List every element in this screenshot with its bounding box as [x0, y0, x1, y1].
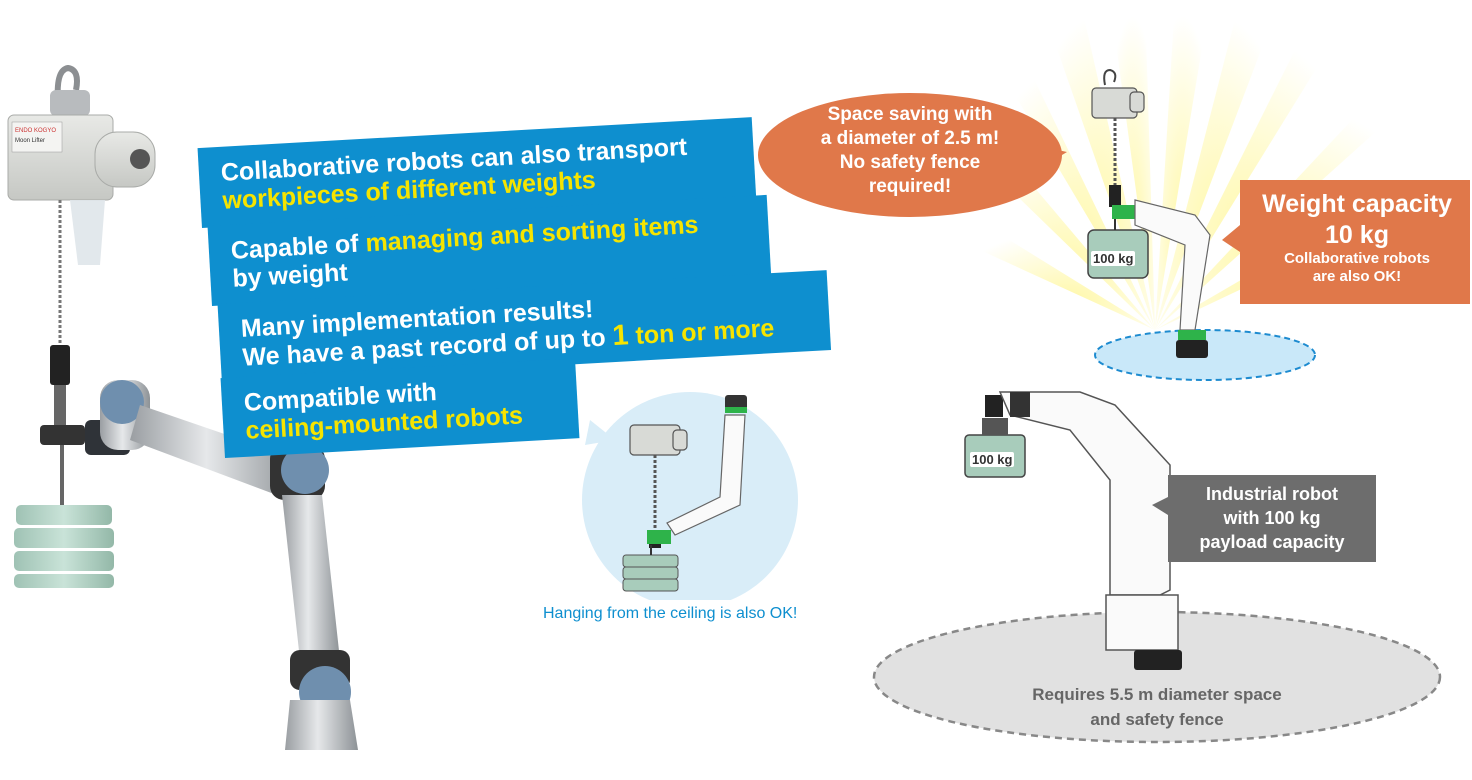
industrial-line2: with 100 kg	[1223, 508, 1321, 528]
weight-box-text: Weight capacity 10 kg Collaborative robo…	[1242, 188, 1472, 286]
weight-label-bottom: 100 kg	[970, 452, 1015, 467]
space-line4: required!	[868, 176, 952, 197]
space-bubble-shape	[758, 93, 1067, 217]
industrial-line1: Industrial robot	[1206, 484, 1338, 504]
hoist-robot-illustration: ENDO KOGYO Moon Lifter	[7, 64, 358, 750]
ceiling-caption: Hanging from the ceiling is also OK!	[543, 605, 798, 622]
weight-line3: Collaborative robots	[1284, 250, 1430, 267]
requires-line1: Requires 5.5 m diameter space	[1032, 685, 1282, 704]
space-line1: Space saving with	[827, 104, 993, 125]
svg-text:ENDO KOGYO: ENDO KOGYO	[15, 128, 56, 134]
svg-text:Moon Lifter: Moon Lifter	[15, 138, 45, 144]
banner-results-highlight: ton or more	[627, 314, 775, 351]
space-bubble-text: Space saving with a diameter of 2.5 m! N…	[780, 103, 1040, 199]
industrial-box-shape	[1152, 475, 1376, 562]
industrial-line3: payload capacity	[1199, 532, 1345, 552]
ceiling-bubble-illustration	[582, 392, 798, 600]
weight-label-top: 100 kg	[1091, 251, 1136, 266]
industrial-robot-illustration	[872, 391, 1442, 744]
requires-line2: and safety fence	[1090, 710, 1224, 729]
weight-box-shape	[1222, 180, 1470, 304]
space-line2: a diameter of 2.5 m!	[820, 128, 1000, 149]
banner-results-number: 1	[611, 319, 630, 353]
space-line3: No safety fence	[839, 152, 981, 173]
weight-line1: Weight capacity	[1262, 190, 1452, 218]
industrial-box-text: Industrial robot with 100 kg payload cap…	[1168, 482, 1376, 554]
weight-line2: 10 kg	[1325, 221, 1389, 249]
requires-text: Requires 5.5 m diameter space and safety…	[957, 682, 1357, 732]
weight-line4: are also OK!	[1312, 268, 1402, 285]
